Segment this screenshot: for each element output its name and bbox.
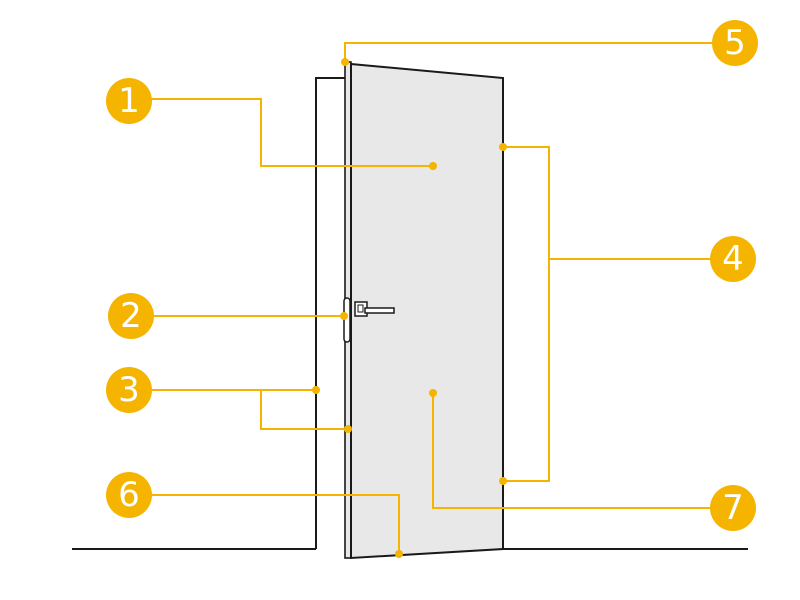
- leader-line-6: [150, 494, 400, 554]
- door-frame: [315, 77, 345, 549]
- callout-badge-6: 6: [106, 472, 152, 518]
- callout-label: 1: [118, 81, 140, 121]
- leader-dot-4b: [499, 477, 507, 485]
- door-handle-icon: [354, 301, 395, 317]
- callout-label: 3: [118, 370, 140, 410]
- leader-line-4: [503, 146, 550, 482]
- callout-label: 7: [722, 488, 744, 528]
- leader-dot-5: [341, 58, 349, 66]
- callout-badge-5: 5: [712, 20, 758, 66]
- leader-dot-6: [395, 550, 403, 558]
- leader-dot-4a: [499, 143, 507, 151]
- leader-line-7: [432, 393, 712, 509]
- leader-line-1: [150, 98, 433, 167]
- leader-dot-3b: [344, 425, 352, 433]
- door-leaf: [350, 62, 504, 560]
- callout-badge-7: 7: [710, 485, 756, 531]
- leader-dot-2: [340, 312, 348, 320]
- leader-dot-3a: [312, 386, 320, 394]
- callout-badge-3: 3: [106, 367, 152, 413]
- latch-plate: [343, 297, 351, 343]
- callout-label: 4: [722, 239, 744, 279]
- callout-badge-2: 2: [108, 293, 154, 339]
- callout-badge-4: 4: [710, 236, 756, 282]
- leader-line-3b: [260, 390, 348, 430]
- callout-label: 2: [120, 296, 142, 336]
- leader-dot-7: [429, 389, 437, 397]
- callout-badge-1: 1: [106, 78, 152, 124]
- leader-line-5: [344, 42, 712, 62]
- callout-label: 5: [724, 23, 746, 63]
- callout-label: 6: [118, 475, 140, 515]
- leader-dot-1: [429, 162, 437, 170]
